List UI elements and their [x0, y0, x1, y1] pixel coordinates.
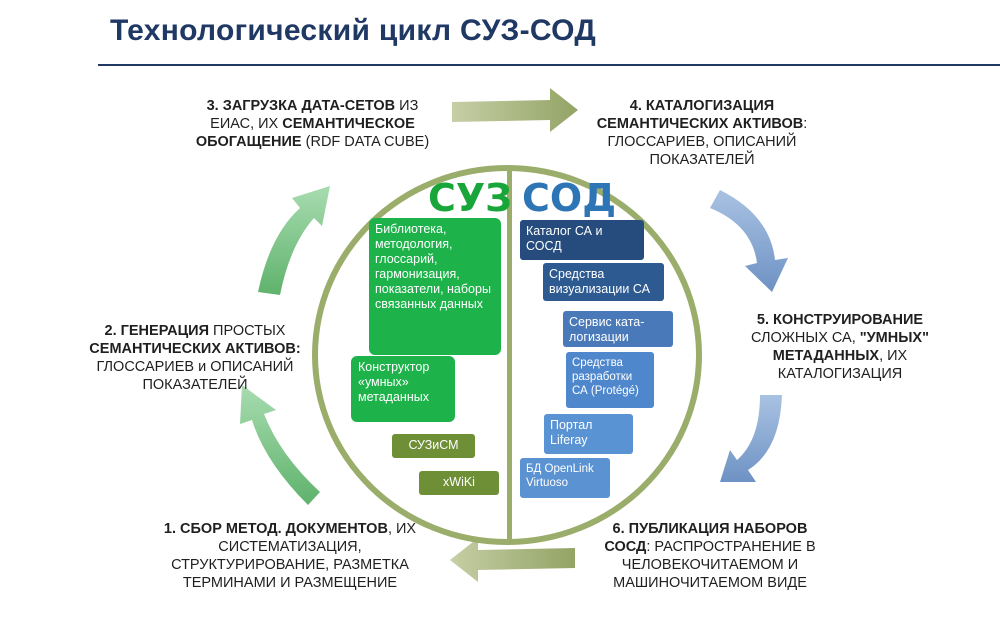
page-title: Технологический цикл СУЗ-СОД: [110, 14, 597, 47]
arrow-top: [452, 88, 578, 132]
step-1-text: 1. СБОР МЕТОД. ДОКУМЕНТОВ, ИХ СИСТЕМАТИЗ…: [163, 521, 417, 591]
step-6-text: 6. ПУБЛИКАЦИЯ НАБОРОВ СОСД: РАСПРОСТРАНЕ…: [604, 521, 816, 591]
title-divider: [98, 64, 1000, 66]
step-4-text: 4. КАТАЛОГИЗАЦИЯ СЕМАНТИЧЕСКИХ АКТИВОВ: …: [596, 98, 808, 168]
step-5-text: 5. КОНСТРУИРОВАНИЕ СЛОЖНЫХ СА, "УМНЫХ" М…: [751, 312, 929, 382]
sod-label: СОД: [522, 176, 617, 220]
arrow-bottom: [450, 538, 575, 582]
sod-item-cataloging-service: Сервис ката-логизации: [563, 311, 673, 347]
arrow-upper-right: [710, 190, 788, 292]
step-2-text: 2. ГЕНЕРАЦИЯ ПРОСТЫХ СЕМАНТИЧЕСКИХ АКТИВ…: [89, 323, 301, 393]
sod-item-dev-tools: Средства разработки СА (Protégé): [566, 352, 654, 408]
sod-item-catalog: Каталог СА и СОСД: [520, 220, 644, 260]
arrow-lower-left: [240, 385, 320, 505]
suz-item-library: Библиотека, методология, глоссарий, гарм…: [369, 218, 501, 355]
sod-item-visualization: Средства визуализации СА: [543, 263, 664, 301]
arrow-upper-left: [258, 186, 330, 295]
suz-item-suzism: СУЗиСМ: [392, 434, 475, 458]
sod-item-database: БД OpenLink Virtuoso: [520, 458, 610, 498]
suz-label: СУЗ: [428, 176, 513, 220]
suz-item-xwiki: xWiKi: [419, 471, 499, 495]
step-3-text: 3. ЗАГРУЗКА ДАТА-СЕТОВ ИЗ ЕИАС, ИХ СЕМАН…: [195, 98, 430, 150]
suz-item-constructor: Конструктор «умных» метаданных: [351, 356, 455, 422]
circle-divider: [507, 170, 512, 542]
arrow-lower-right: [720, 395, 782, 482]
sod-item-portal: Портал Liferay: [544, 414, 633, 454]
